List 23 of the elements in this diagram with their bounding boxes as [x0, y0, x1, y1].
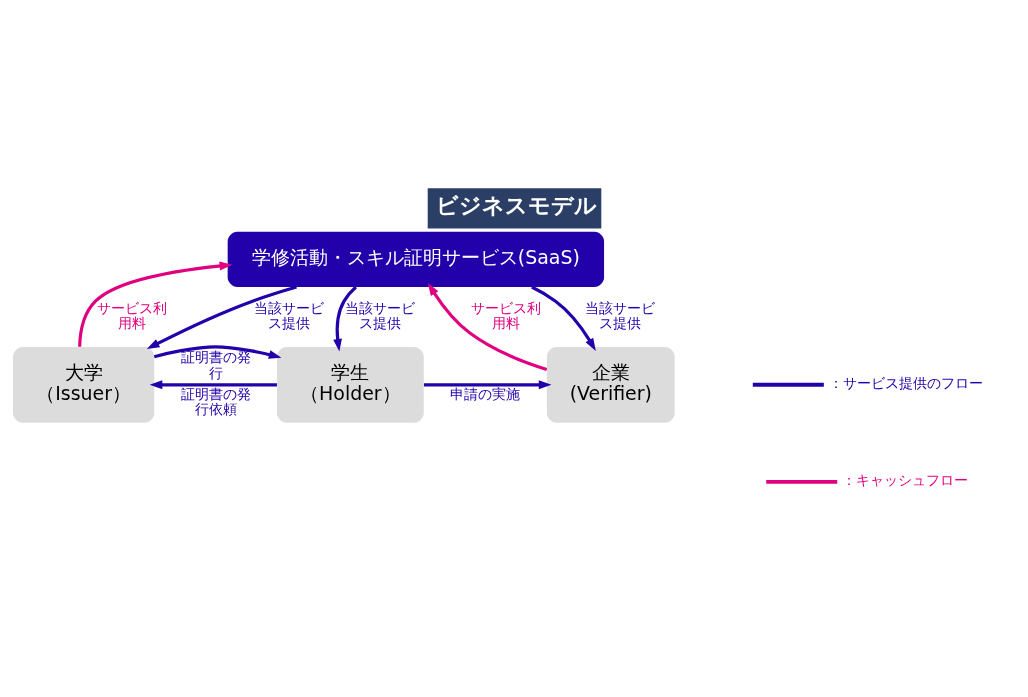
- arrow: [153, 345, 281, 359]
- edge-label: サービス利用料: [96, 299, 167, 332]
- arrow: [77, 261, 232, 347]
- arrow: [423, 380, 551, 390]
- node-box: 学生 （Holder）: [276, 346, 424, 423]
- node-box: 学修活動・スキル証明サービス(SaaS): [227, 231, 604, 287]
- edge-label: サービス利用料: [470, 299, 541, 332]
- edge-label: 当該サービス提供: [584, 299, 655, 332]
- edge-label: 証明書の発行: [180, 349, 251, 382]
- edge-label: 申請の実施: [449, 385, 520, 402]
- arrow: [146, 285, 297, 350]
- node-box: 企業 (Verifier): [546, 346, 675, 423]
- edge-label: 当該サービス提供: [253, 299, 324, 332]
- arrow: [332, 285, 357, 352]
- edge-label: 当該サービス提供: [344, 299, 415, 332]
- node-box: 大学 （Issuer）: [12, 346, 154, 423]
- arrow: [149, 380, 277, 390]
- edge-label: 証明書の発行依頼: [180, 385, 251, 418]
- legend-label: ：サービス提供のフロー: [828, 375, 983, 392]
- diagram-title: ビジネスモデル: [435, 192, 597, 219]
- arrow: [530, 285, 596, 351]
- legend-label: ：キャッシュフロー: [841, 472, 968, 489]
- arrow: [427, 283, 547, 371]
